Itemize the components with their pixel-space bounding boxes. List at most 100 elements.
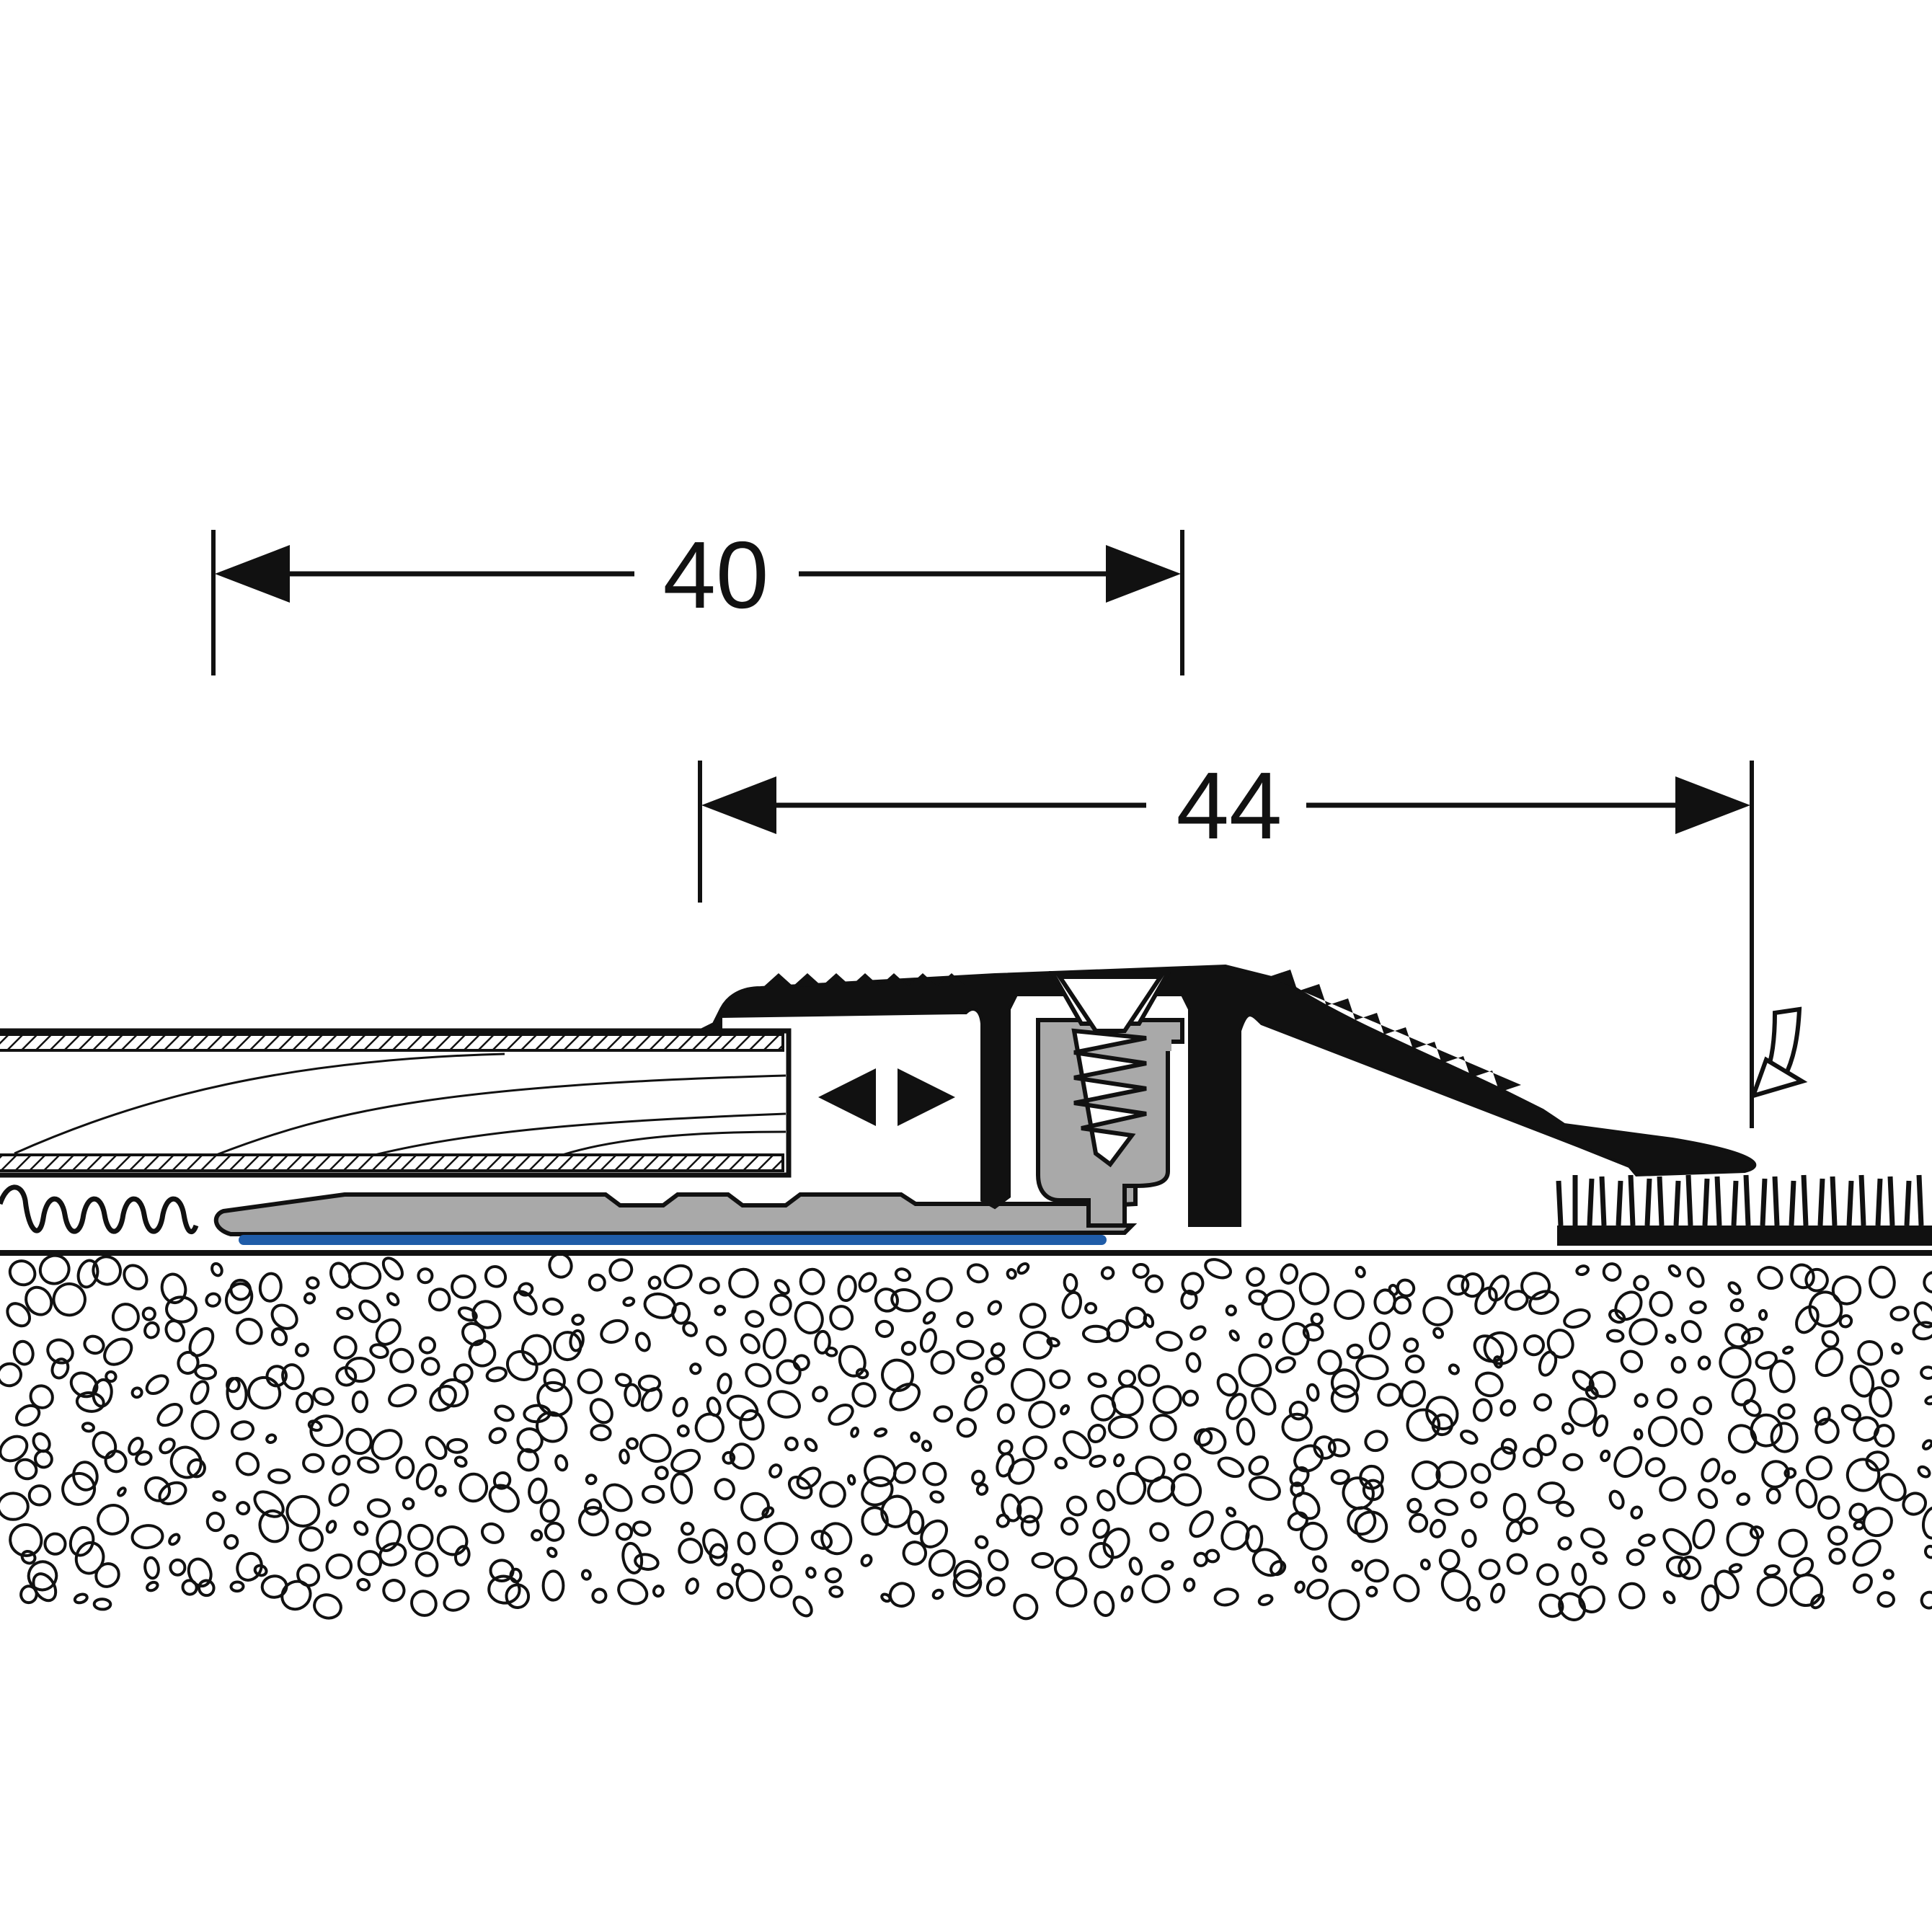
- pebble: [1049, 1369, 1071, 1389]
- pebble: [900, 1341, 917, 1356]
- pebble: [1466, 1596, 1481, 1612]
- pebble: [1657, 1388, 1678, 1409]
- pebble: [1298, 1272, 1330, 1306]
- pebble: [103, 1337, 133, 1366]
- pebble: [1170, 1473, 1202, 1507]
- pebble: [75, 1391, 105, 1413]
- pebble: [1251, 1387, 1277, 1416]
- pebble: [6, 1302, 32, 1328]
- pebble: [528, 1477, 548, 1505]
- pebble: [1022, 1435, 1047, 1461]
- pebble: [1523, 1334, 1545, 1357]
- pebble: [1580, 1528, 1605, 1548]
- pebble: [1804, 1267, 1829, 1293]
- pebble: [1475, 1371, 1504, 1398]
- pebble: [975, 1483, 989, 1496]
- pebble: [20, 1549, 37, 1565]
- pebble: [1814, 1417, 1840, 1444]
- pebble: [1505, 1290, 1529, 1311]
- pebble: [933, 1405, 954, 1423]
- pebble: [956, 1339, 985, 1360]
- pebble: [1697, 1488, 1719, 1509]
- pebble: [600, 1319, 629, 1344]
- pebble: [1626, 1548, 1645, 1567]
- pebble: [975, 1535, 989, 1549]
- pebble: [1063, 1273, 1078, 1293]
- pebble: [966, 1263, 989, 1284]
- pebble: [357, 1550, 383, 1577]
- pebble: [1288, 1401, 1308, 1421]
- pebble: [130, 1524, 164, 1550]
- pebble: [226, 1376, 248, 1411]
- pebble: [894, 1267, 912, 1282]
- pebble: [429, 1385, 457, 1412]
- pebble: [985, 1357, 1005, 1375]
- pebble: [436, 1525, 469, 1556]
- pebble: [164, 1319, 186, 1343]
- pebble: [1419, 1558, 1431, 1571]
- pebble: [820, 1522, 853, 1556]
- pebble: [369, 1343, 389, 1359]
- pebble: [302, 1453, 325, 1474]
- pebble: [1317, 1350, 1342, 1375]
- pebble: [517, 1448, 539, 1472]
- pebble: [670, 1472, 694, 1505]
- pebble: [717, 1582, 734, 1600]
- pebble: [145, 1374, 169, 1396]
- pebble: [25, 1285, 53, 1316]
- pebble: [1808, 1290, 1843, 1328]
- pebble: [608, 1258, 634, 1282]
- pebble: [988, 1549, 1009, 1572]
- pebble: [1506, 1520, 1523, 1543]
- pebble: [1633, 1428, 1644, 1440]
- pebble: [128, 1437, 144, 1456]
- pebble: [1558, 1592, 1587, 1621]
- pebble: [622, 1296, 636, 1307]
- pebble: [1528, 1290, 1559, 1315]
- pebble: [1662, 1590, 1676, 1605]
- pebble: [187, 1458, 206, 1479]
- pebble: [281, 1363, 305, 1391]
- pebble: [1302, 1323, 1324, 1342]
- pebble: [12, 1339, 35, 1366]
- pebble: [143, 1556, 160, 1580]
- pebble: [356, 1577, 371, 1592]
- pebble: [1365, 1585, 1378, 1598]
- pebble: [1795, 1305, 1820, 1334]
- pebble: [812, 1386, 828, 1403]
- pebble: [1793, 1556, 1814, 1577]
- pebble: [104, 1449, 128, 1474]
- base-rail: [213, 1180, 1138, 1237]
- pebble: [146, 1580, 159, 1592]
- pebble: [1795, 1479, 1818, 1509]
- pebble: [205, 1511, 225, 1533]
- pebble: [1629, 1318, 1658, 1346]
- pebble: [1061, 1290, 1083, 1319]
- pebble: [580, 1569, 592, 1581]
- pebble: [1238, 1353, 1272, 1388]
- pebble: [1280, 1263, 1299, 1285]
- pebble: [1488, 1275, 1510, 1302]
- pebble: [774, 1279, 790, 1295]
- pebble: [513, 1290, 538, 1316]
- pebble: [1236, 1417, 1256, 1446]
- pebble: [306, 1276, 320, 1290]
- pebble: [1149, 1414, 1177, 1442]
- pebble: [1138, 1364, 1161, 1387]
- pebble: [1429, 1518, 1446, 1538]
- pebble: [143, 1321, 160, 1339]
- pebble: [728, 1267, 759, 1299]
- pebble: [1562, 1453, 1584, 1471]
- pebble: [861, 1506, 889, 1536]
- pebble: [1287, 1511, 1308, 1531]
- pebble: [454, 1545, 471, 1567]
- pebble: [542, 1297, 564, 1316]
- pebble: [990, 1342, 1006, 1358]
- wood-grain: [14, 1053, 786, 1156]
- pebble: [451, 1274, 477, 1299]
- pebble: [1228, 1329, 1240, 1342]
- pebble: [799, 1267, 825, 1295]
- pebble: [33, 1449, 53, 1469]
- pebble: [1448, 1363, 1460, 1375]
- pebble: [902, 1541, 928, 1566]
